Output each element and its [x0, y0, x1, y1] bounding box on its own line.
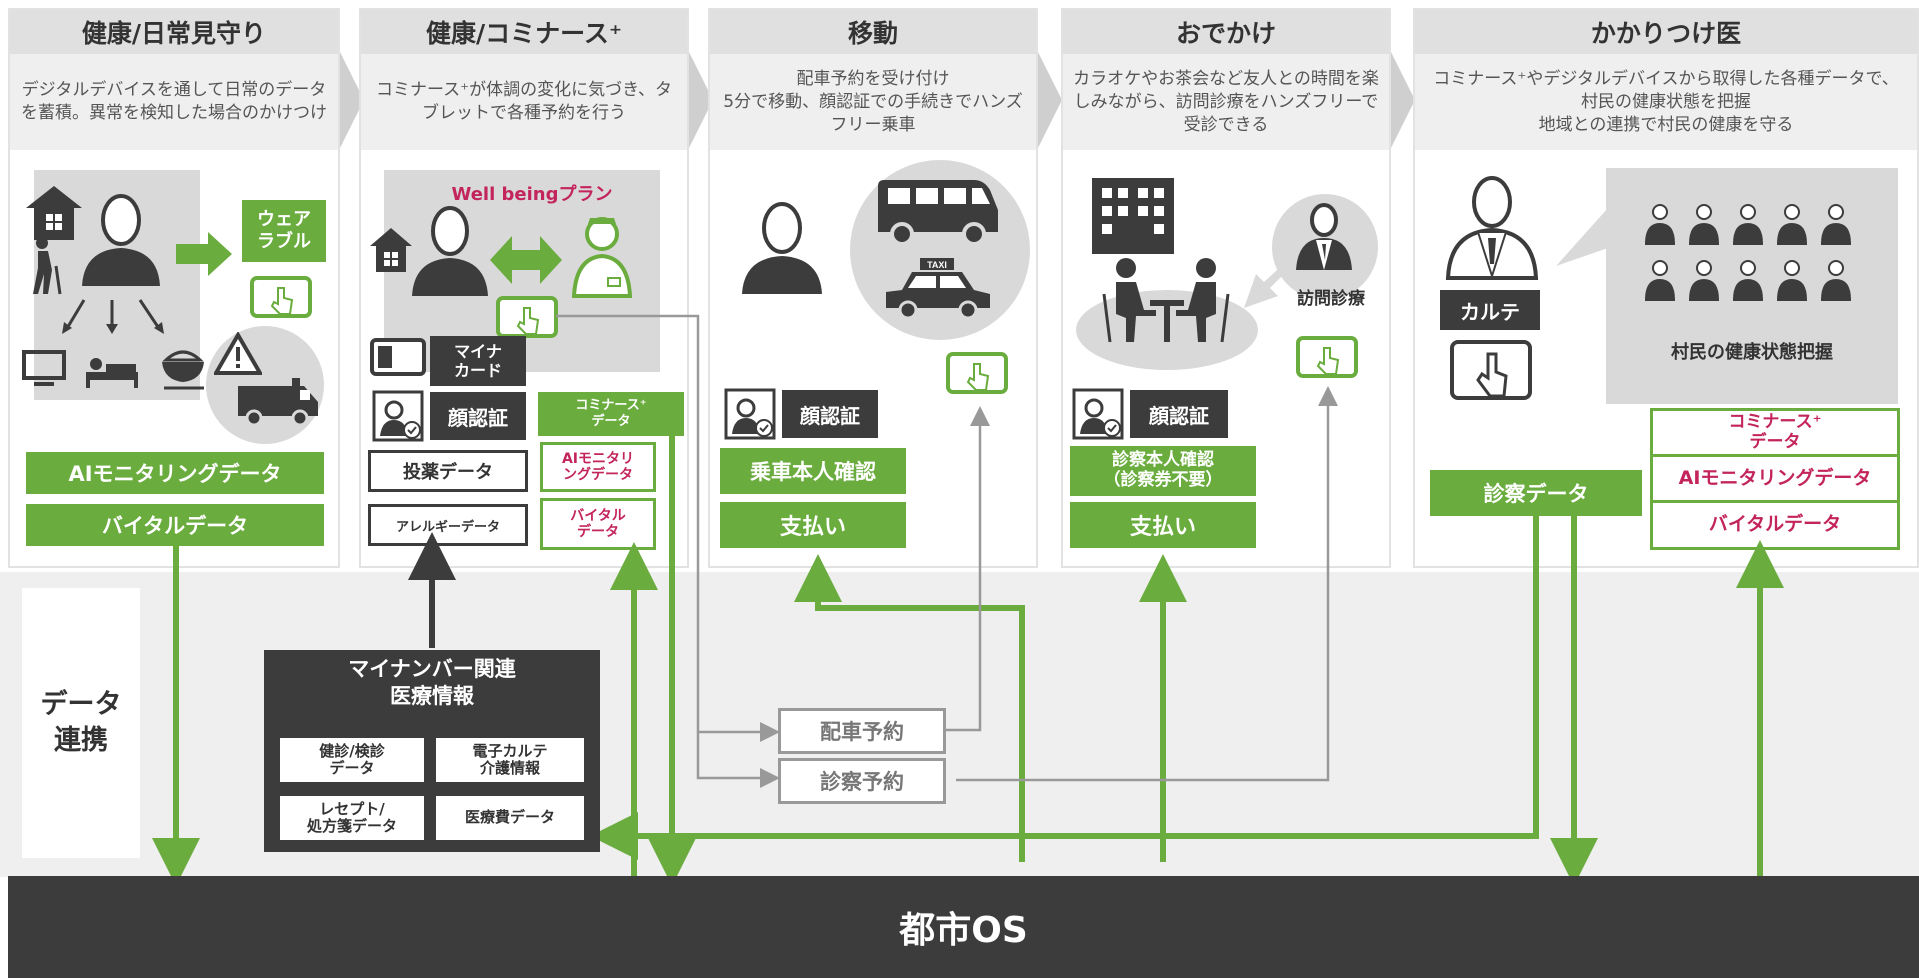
tablet-touch-icon: [1450, 340, 1532, 400]
rice-bowl-icon: [162, 350, 204, 390]
building-icon: [1092, 178, 1174, 254]
face-id-icon: [724, 388, 776, 440]
face-auth-label: 顔認証: [1130, 390, 1228, 438]
house-icon: [26, 186, 82, 240]
villagers-health-label: 村民の健康状態把握: [1671, 342, 1833, 363]
checkup-data-box: 健診/検診 データ: [280, 738, 424, 782]
person-icon: [82, 194, 160, 286]
ai-monitoring-data-box: AIモニタリングデータ: [1650, 454, 1900, 504]
speech-pointer: [1556, 208, 1608, 266]
wearable-label: ウェア ラブル: [242, 200, 326, 262]
villagers-icon: [1644, 204, 1852, 301]
payment-bar: 支払い: [1070, 502, 1256, 548]
person-icon: [412, 206, 488, 296]
ehr-care-info-box: 電子カルテ 介護情報: [436, 738, 584, 782]
rider-identity-check-bar: 乗車本人確認: [720, 448, 906, 494]
cominurse-data-box: コミナース⁺ データ: [1650, 408, 1900, 458]
receipt-prescription-box: レセプト/ 処方箋データ: [280, 796, 424, 840]
person-icon: [742, 202, 822, 294]
column-description: 配車予約を受け付け 5分で移動、顔認証での手続きでハンズフリー乗車: [710, 54, 1036, 150]
home-visit-label: 訪問診療: [1297, 289, 1365, 309]
taxi-sign-text: TAXI: [927, 260, 947, 270]
column-title: おでかけ: [1063, 10, 1389, 54]
face-id-icon: [1072, 388, 1124, 440]
face-auth-label: 顔認証: [782, 390, 878, 438]
arrow-left-icon: [1244, 262, 1292, 308]
tv-icon: [22, 350, 66, 386]
cominurse-data-label: コミナース⁺ データ: [538, 392, 684, 436]
bed-icon: [86, 358, 138, 388]
data-link-label: データ 連携: [22, 588, 140, 858]
vital-data-bar: バイタルデータ: [26, 504, 324, 546]
column-description: デジタルデバイスを通して日常のデータを蓄積。異常を検知した場合のかけつけ: [10, 54, 338, 150]
column-title: 健康/日常見守り: [10, 10, 338, 54]
arrows-down-icon: [62, 299, 164, 334]
taxi-icon: TAXI: [886, 258, 990, 320]
doctor-icon: [1445, 176, 1539, 280]
mynumber-panel-title: マイナンバー関連 医療情報: [348, 657, 516, 709]
column-title: 移動: [710, 10, 1036, 54]
medical-cost-data-box: 医療費データ: [436, 796, 584, 840]
arrow-right-icon: [176, 232, 232, 276]
column-title: 健康/コミナース⁺: [361, 10, 687, 54]
city-os-label: 都市OS: [899, 910, 1028, 951]
bus-icon: [878, 180, 998, 246]
chevron-right-icon: [1391, 52, 1415, 148]
meeting-people-icon: [1102, 258, 1230, 343]
ambulance-icon: [238, 378, 318, 426]
tablet-touch-icon: [946, 352, 1008, 394]
face-id-icon: [372, 390, 424, 442]
vital-data-box: バイタル データ: [540, 498, 656, 550]
column-title: かかりつけ医: [1415, 10, 1917, 54]
wellbeing-plan-label: Well beingプラン: [451, 184, 613, 205]
bidirectional-arrow-icon: [490, 236, 562, 284]
medication-data-box: 投薬データ: [368, 450, 528, 492]
doctor-icon: [1296, 203, 1352, 270]
dispatch-reservation-box: 配車予約: [778, 708, 946, 754]
column-description: コミナース⁺が体調の変化に気づき、タブレットで各種予約を行う: [361, 54, 687, 150]
column-description: コミナース⁺やデジタルデバイスから取得した各種データで、村民の健康状態を把握 地…: [1415, 54, 1917, 150]
allergy-data-box: アレルギーデータ: [368, 504, 528, 546]
ai-monitoring-data-bar: AIモニタリングデータ: [26, 452, 324, 494]
tablet-touch-icon: [250, 276, 312, 318]
city-os-bar: [8, 876, 1919, 978]
patient-identity-check-bar: 診察本人確認 （診察券不要）: [1070, 446, 1256, 496]
house-icon: [370, 228, 412, 272]
elderly-person-icon: [33, 237, 62, 295]
warning-icon: [214, 332, 262, 375]
exam-reservation-box: 診察予約: [778, 758, 946, 804]
tablet-touch-icon: [496, 296, 558, 338]
column-description: カラオケやお茶会など友人との時間を楽しみながら、訪問診療をハンズフリーで受診でき…: [1063, 54, 1389, 150]
ai-monitoring-data-box: AIモニタリ ングデータ: [540, 442, 656, 492]
tablet-touch-icon: [1296, 336, 1358, 378]
face-auth-label: 顔認証: [430, 392, 526, 440]
chevron-right-icon: [1038, 52, 1062, 148]
exam-data-bar: 診察データ: [1430, 470, 1642, 516]
payment-bar: 支払い: [720, 502, 906, 548]
vital-data-box: バイタルデータ: [1650, 500, 1900, 550]
card-icon: [370, 338, 426, 376]
nurse-icon: [571, 217, 633, 298]
medical-chart-label: カルテ: [1440, 290, 1540, 330]
mynacard-label: マイナ カード: [430, 336, 526, 386]
